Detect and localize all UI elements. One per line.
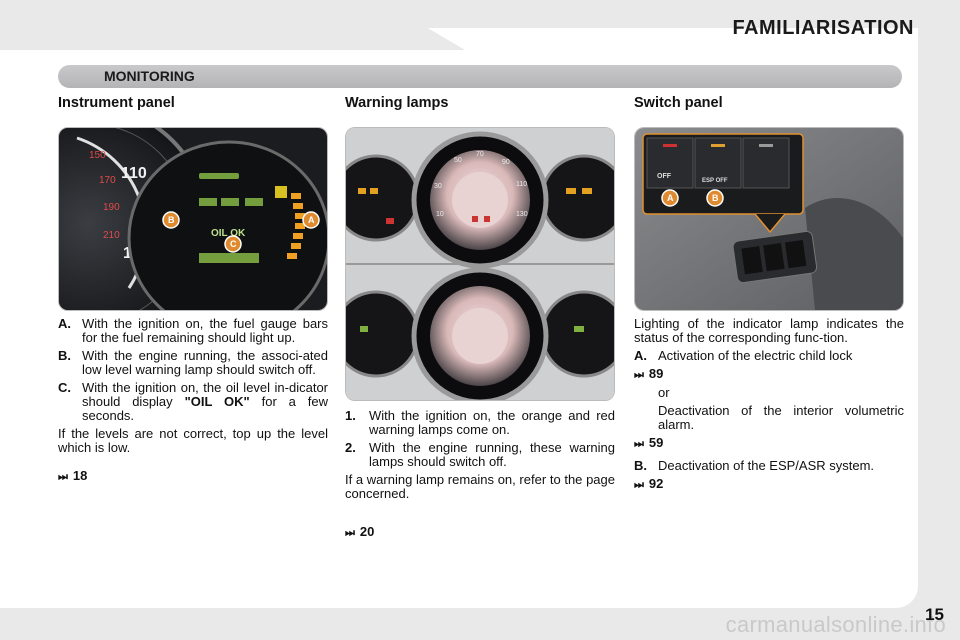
header-tab bbox=[0, 28, 465, 50]
item-text: Activation of the electric child lock bbox=[658, 348, 853, 363]
speed-tick-label: 110 bbox=[121, 165, 147, 182]
switch-panel-photo: OFF ESP OFF A B bbox=[634, 127, 904, 311]
oil-ok-quote: "OIL OK" bbox=[184, 394, 250, 409]
warning-note: If a warning lamp remains on, refer to t… bbox=[345, 472, 615, 501]
oil-ok-text: OIL OK bbox=[211, 228, 246, 239]
speed-tick-label: 190 bbox=[103, 202, 120, 213]
reference-arrow-icon: ⏭ bbox=[634, 479, 644, 491]
reference-page-number: 20 bbox=[359, 524, 375, 539]
page-reference[interactable]: ⏭ 59 bbox=[634, 436, 904, 451]
reference-arrow-icon: ⏭ bbox=[345, 527, 355, 539]
callout-a-label: A bbox=[667, 193, 674, 203]
page-reference[interactable]: ⏭ 89 bbox=[634, 367, 904, 382]
warning-lamps-illustration: 50 70 90 110 130 30 10 bbox=[346, 128, 614, 400]
item-text-part: With the ignition on, the oil level in-d… bbox=[82, 380, 328, 409]
watermark: carmanualsonline.info bbox=[725, 612, 946, 637]
switch-item-a: A. Activation of the electric child lock bbox=[634, 349, 904, 363]
item-letter: B. bbox=[634, 458, 647, 473]
callout-b-label: B bbox=[168, 215, 175, 225]
reference-arrow-icon: ⏭ bbox=[634, 369, 644, 381]
callout-a bbox=[302, 211, 320, 229]
callout-b bbox=[706, 189, 724, 207]
reference-arrow-icon: ⏭ bbox=[634, 438, 644, 450]
or-text: or bbox=[658, 385, 670, 400]
reference-arrow-icon: ⏭ bbox=[58, 471, 68, 483]
warning-lamps-photo: 50 70 90 110 130 30 10 bbox=[345, 127, 615, 401]
callout-a-label: A bbox=[308, 215, 315, 225]
section-title: MONITORING bbox=[104, 68, 195, 84]
item-text: Deactivation of the ESP/ASR system. bbox=[658, 458, 875, 473]
dial-label: 130 bbox=[516, 211, 528, 218]
page-reference[interactable]: ⏭ 20 bbox=[345, 525, 615, 540]
item-number: 1. bbox=[345, 408, 356, 423]
item-letter: A. bbox=[58, 316, 71, 331]
dial-label: 50 bbox=[454, 157, 462, 164]
instrument-item-b: B. With the engine running, the associ-a… bbox=[58, 349, 328, 377]
reference-page-number: 18 bbox=[72, 468, 88, 483]
speed-tick-label: 150 bbox=[89, 150, 106, 161]
page-number: 15 bbox=[925, 605, 944, 624]
reference-page-number: 92 bbox=[648, 476, 664, 491]
reference-page-number: 59 bbox=[648, 435, 664, 450]
instrument-panel-photo: 150 170 190 210 130 110 OIL OK bbox=[58, 127, 328, 311]
cluster-1: 50 70 90 110 130 30 10 bbox=[346, 131, 614, 269]
dial-label: 10 bbox=[436, 211, 444, 218]
callout-a bbox=[661, 189, 679, 207]
reference-page-number: 89 bbox=[648, 366, 664, 381]
page-reference[interactable]: ⏭ 92 bbox=[634, 477, 904, 492]
callout-c-label: C bbox=[230, 239, 237, 249]
item-text: With the ignition on, the fuel gauge bar… bbox=[82, 316, 328, 345]
warning-item-2: 2. With the engine running, these warnin… bbox=[345, 441, 615, 469]
instrument-cluster-illustration: 150 170 190 210 130 110 OIL OK bbox=[59, 128, 327, 310]
dial-label: 70 bbox=[476, 151, 484, 158]
chapter-title: FAMILIARISATION bbox=[732, 17, 914, 39]
instrument-item-c: C. With the ignition on, the oil level i… bbox=[58, 381, 328, 423]
switch-panel-column: Switch panel OFF ESP OFF A B bbox=[634, 96, 904, 492]
item-letter: B. bbox=[58, 348, 71, 363]
dial-label: 90 bbox=[502, 159, 510, 166]
instrument-panel-column: Instrument panel 150 170 190 210 130 bbox=[58, 96, 328, 484]
item-letter: C. bbox=[58, 380, 71, 395]
warning-item-1: 1. With the ignition on, the orange and … bbox=[345, 409, 615, 437]
page-reference[interactable]: ⏭ 18 bbox=[58, 469, 328, 484]
item-number: 2. bbox=[345, 440, 356, 455]
instrument-note: If the levels are not correct, top up th… bbox=[58, 426, 328, 455]
callout-c bbox=[224, 235, 242, 253]
deactivation-text: Deactivation of the interior volumetric … bbox=[658, 403, 904, 432]
off-label: OFF bbox=[657, 173, 672, 180]
switch-panel-heading: Switch panel bbox=[634, 95, 723, 111]
warning-lamps-column: Warning lamps 50 bbox=[345, 96, 615, 540]
speed-tick-label: 210 bbox=[103, 230, 120, 241]
switch-panel-illustration: OFF ESP OFF A B bbox=[635, 128, 903, 310]
warning-lamps-heading: Warning lamps bbox=[345, 95, 449, 111]
item-text: With the ignition on, the orange and red… bbox=[369, 408, 615, 437]
instrument-item-a: A. With the ignition on, the fuel gauge … bbox=[58, 317, 328, 345]
item-text-part: for a few seconds. bbox=[82, 394, 329, 423]
switch-intro: Lighting of the indicator lamp indicates… bbox=[634, 316, 904, 345]
speed-tick-label: 170 bbox=[99, 175, 116, 186]
esp-off-label: ESP OFF bbox=[702, 178, 728, 184]
item-text: With the engine running, the associ-ated… bbox=[82, 348, 328, 377]
switch-item-b: B. Deactivation of the ESP/ASR system. bbox=[634, 459, 904, 473]
item-letter: A. bbox=[634, 348, 647, 363]
section-bar: MONITORING bbox=[58, 65, 902, 88]
dial-label: 30 bbox=[434, 183, 442, 190]
cluster-2 bbox=[346, 267, 614, 400]
instrument-panel-heading: Instrument panel bbox=[58, 95, 175, 111]
item-text: With the ignition on, the oil level in-d… bbox=[82, 381, 328, 423]
dial-label: 110 bbox=[516, 181, 527, 188]
callout-b-label: B bbox=[712, 193, 719, 203]
item-text: With the engine running, these warning l… bbox=[369, 440, 615, 469]
callout-b bbox=[162, 211, 180, 229]
